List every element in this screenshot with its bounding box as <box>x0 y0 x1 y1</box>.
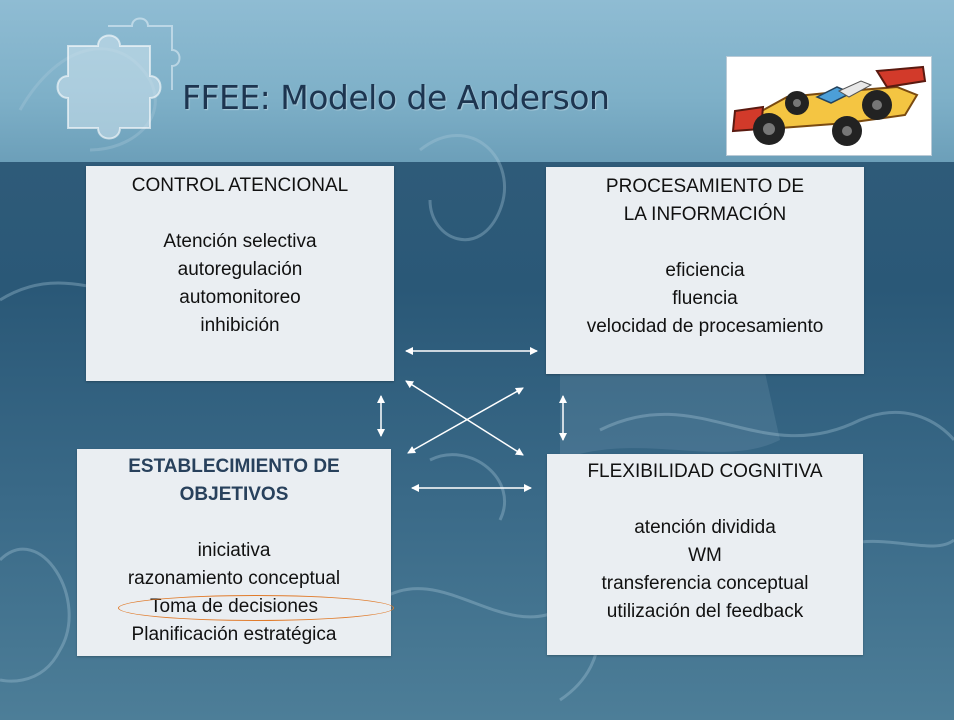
box-item: eficiencia <box>665 260 745 281</box>
box-establecimiento-objetivos: ESTABLECIMIENTO DE OBJETIVOS iniciativa … <box>77 449 395 656</box>
box-item-highlighted: Toma de decisiones <box>77 593 395 621</box>
box-item: atención dividida <box>634 517 776 538</box>
box-control-atencional: CONTROL ATENCIONAL Atención selectiva au… <box>86 166 394 381</box>
box-item: razonamiento conceptual <box>127 568 341 589</box>
highlighted-text: Toma de decisiones <box>150 596 318 617</box>
box-item: Planificación estratégica <box>131 624 337 645</box>
box-heading: FLEXIBILIDAD COGNITIVA <box>587 461 823 482</box>
box-item: WM <box>688 545 722 566</box>
box-item: inhibición <box>200 315 280 336</box>
slide-title: FFEE: Modelo de Anderson <box>182 78 610 117</box>
box-heading: ESTABLECIMIENTO DE <box>128 456 340 477</box>
highlight-wrapper: Toma de decisiones <box>118 593 395 621</box>
box-flexibilidad-cognitiva: FLEXIBILIDAD COGNITIVA atención dividida… <box>547 454 863 655</box>
box-item: velocidad de procesamiento <box>586 316 824 337</box>
puzzle-logo-icon <box>56 17 181 140</box>
race-car-image <box>726 56 932 156</box>
box-heading: PROCESAMIENTO DE <box>605 176 805 197</box>
box-heading: CONTROL ATENCIONAL <box>131 175 349 196</box>
race-car-icon <box>731 65 927 146</box>
box-procesamiento-informacion: PROCESAMIENTO DE LA INFORMACIÓN eficienc… <box>546 167 864 374</box>
box-item: iniciativa <box>197 540 271 561</box>
box-heading: OBJETIVOS <box>179 484 289 505</box>
box-item: Atención selectiva <box>163 231 317 252</box>
box-item: utilización del feedback <box>606 601 804 622</box>
box-item: autoregulación <box>177 259 303 280</box>
box-item: fluencia <box>672 288 738 309</box>
box-item: transferencia conceptual <box>601 573 809 594</box>
box-heading: LA INFORMACIÓN <box>623 204 787 225</box>
box-item: automonitoreo <box>179 287 301 308</box>
